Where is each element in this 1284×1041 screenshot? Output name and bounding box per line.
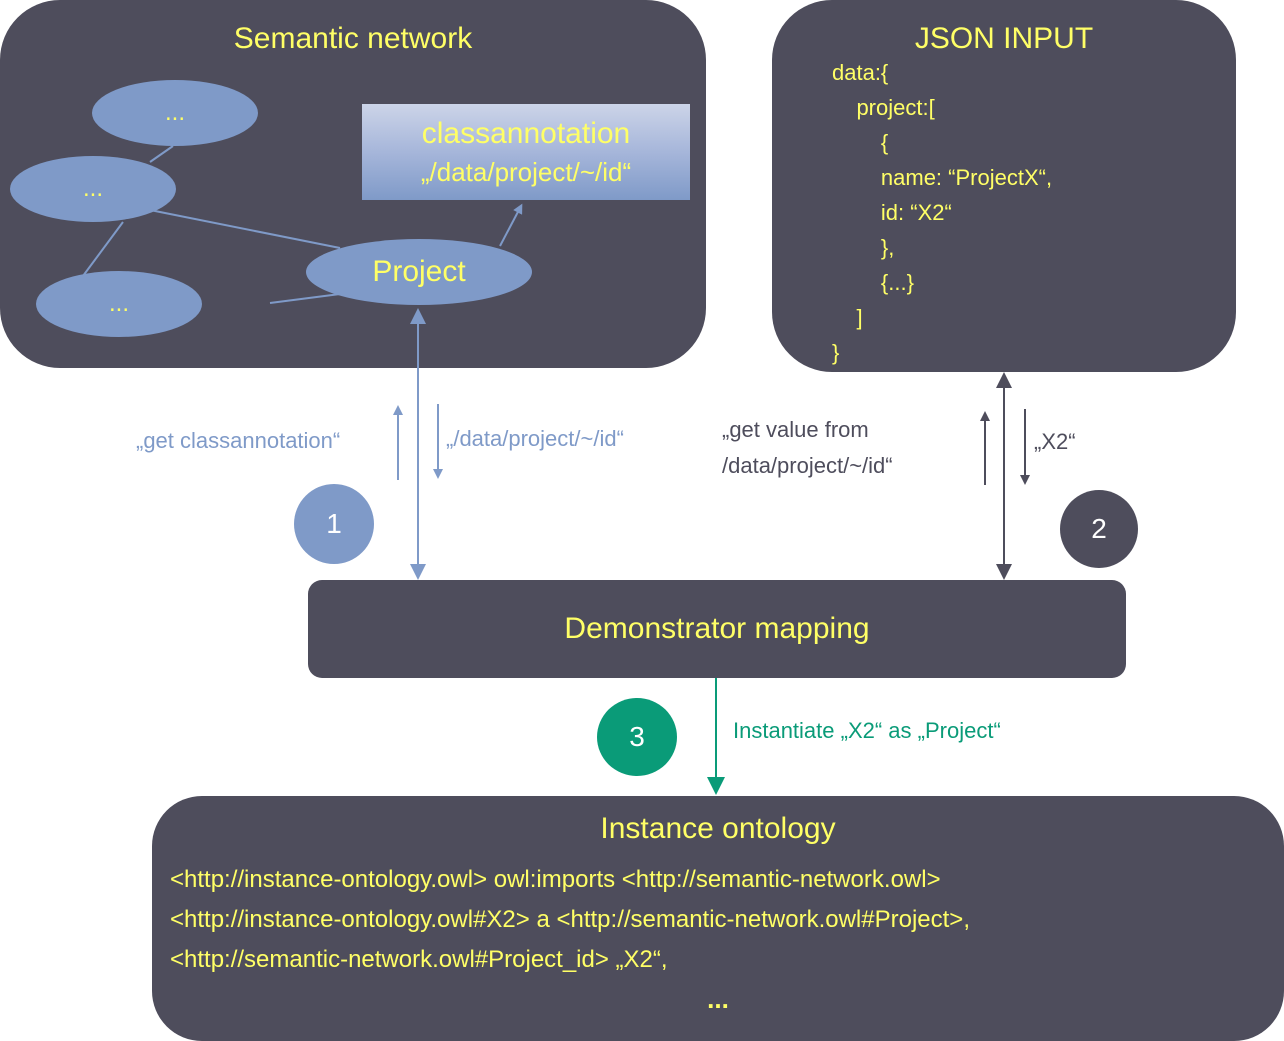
json-line: { — [832, 130, 889, 155]
demonstrator-mapping-title: Demonstrator mapping — [564, 612, 870, 645]
step1-request-label: „get classannotation“ — [136, 428, 341, 453]
network-edge — [269, 293, 341, 304]
step2-request-label-line2: /data/project/~/id“ — [722, 453, 893, 478]
json-line: project:[ — [832, 95, 935, 120]
instance-ontology-title: Instance ontology — [600, 812, 836, 845]
demonstrator-mapping-box — [308, 580, 1126, 678]
classannotation-path: „/data/project/~/id“ — [420, 157, 632, 187]
ontology-ellipsis: ... — [707, 984, 729, 1014]
network-node-top: ... — [92, 80, 258, 146]
json-line: {...} — [832, 270, 914, 295]
json-line: name: “ProjectX“, — [832, 165, 1053, 190]
step1-badge: 1 — [294, 484, 374, 564]
classannotation-title: classannotation — [421, 117, 631, 150]
semantic-network-title: Semantic network — [233, 22, 473, 55]
classannotation-box: classannotation „/data/project/~/id“ — [362, 104, 690, 200]
json-input-panel — [772, 0, 1236, 372]
json-line: id: “X2“ — [832, 200, 952, 225]
json-line: data:{ — [832, 60, 889, 85]
json-line: }, — [832, 235, 895, 260]
step2-request-label-line1: „get value from — [722, 417, 869, 442]
instance-ontology-panel — [152, 796, 1284, 1041]
ontology-triple: <http://instance-ontology.owl> owl:impor… — [170, 866, 941, 893]
step3-label: Instantiate „X2“ as „Project“ — [733, 718, 1001, 743]
step1-response-label: „/data/project/~/id“ — [446, 426, 624, 451]
json-line: } — [832, 340, 840, 365]
network-node-project: Project — [306, 239, 532, 305]
network-edge — [79, 221, 124, 281]
network-node-middle: ... — [10, 156, 176, 222]
network-edge — [149, 209, 341, 249]
json-input-title: JSON INPUT — [914, 22, 1094, 55]
step3-badge: 3 — [597, 698, 677, 776]
ontology-triple: <http://instance-ontology.owl#X2> a <htt… — [170, 906, 970, 933]
network-node-bottom: ... — [36, 271, 202, 337]
network-edge — [149, 145, 174, 163]
ontology-triple: <http://semantic-network.owl#Project_id>… — [170, 946, 668, 973]
json-line: ] — [832, 305, 863, 330]
step2-badge: 2 — [1060, 490, 1138, 568]
step2-response-label: „X2“ — [1034, 429, 1076, 454]
project-to-annotation-arrow — [499, 203, 523, 247]
